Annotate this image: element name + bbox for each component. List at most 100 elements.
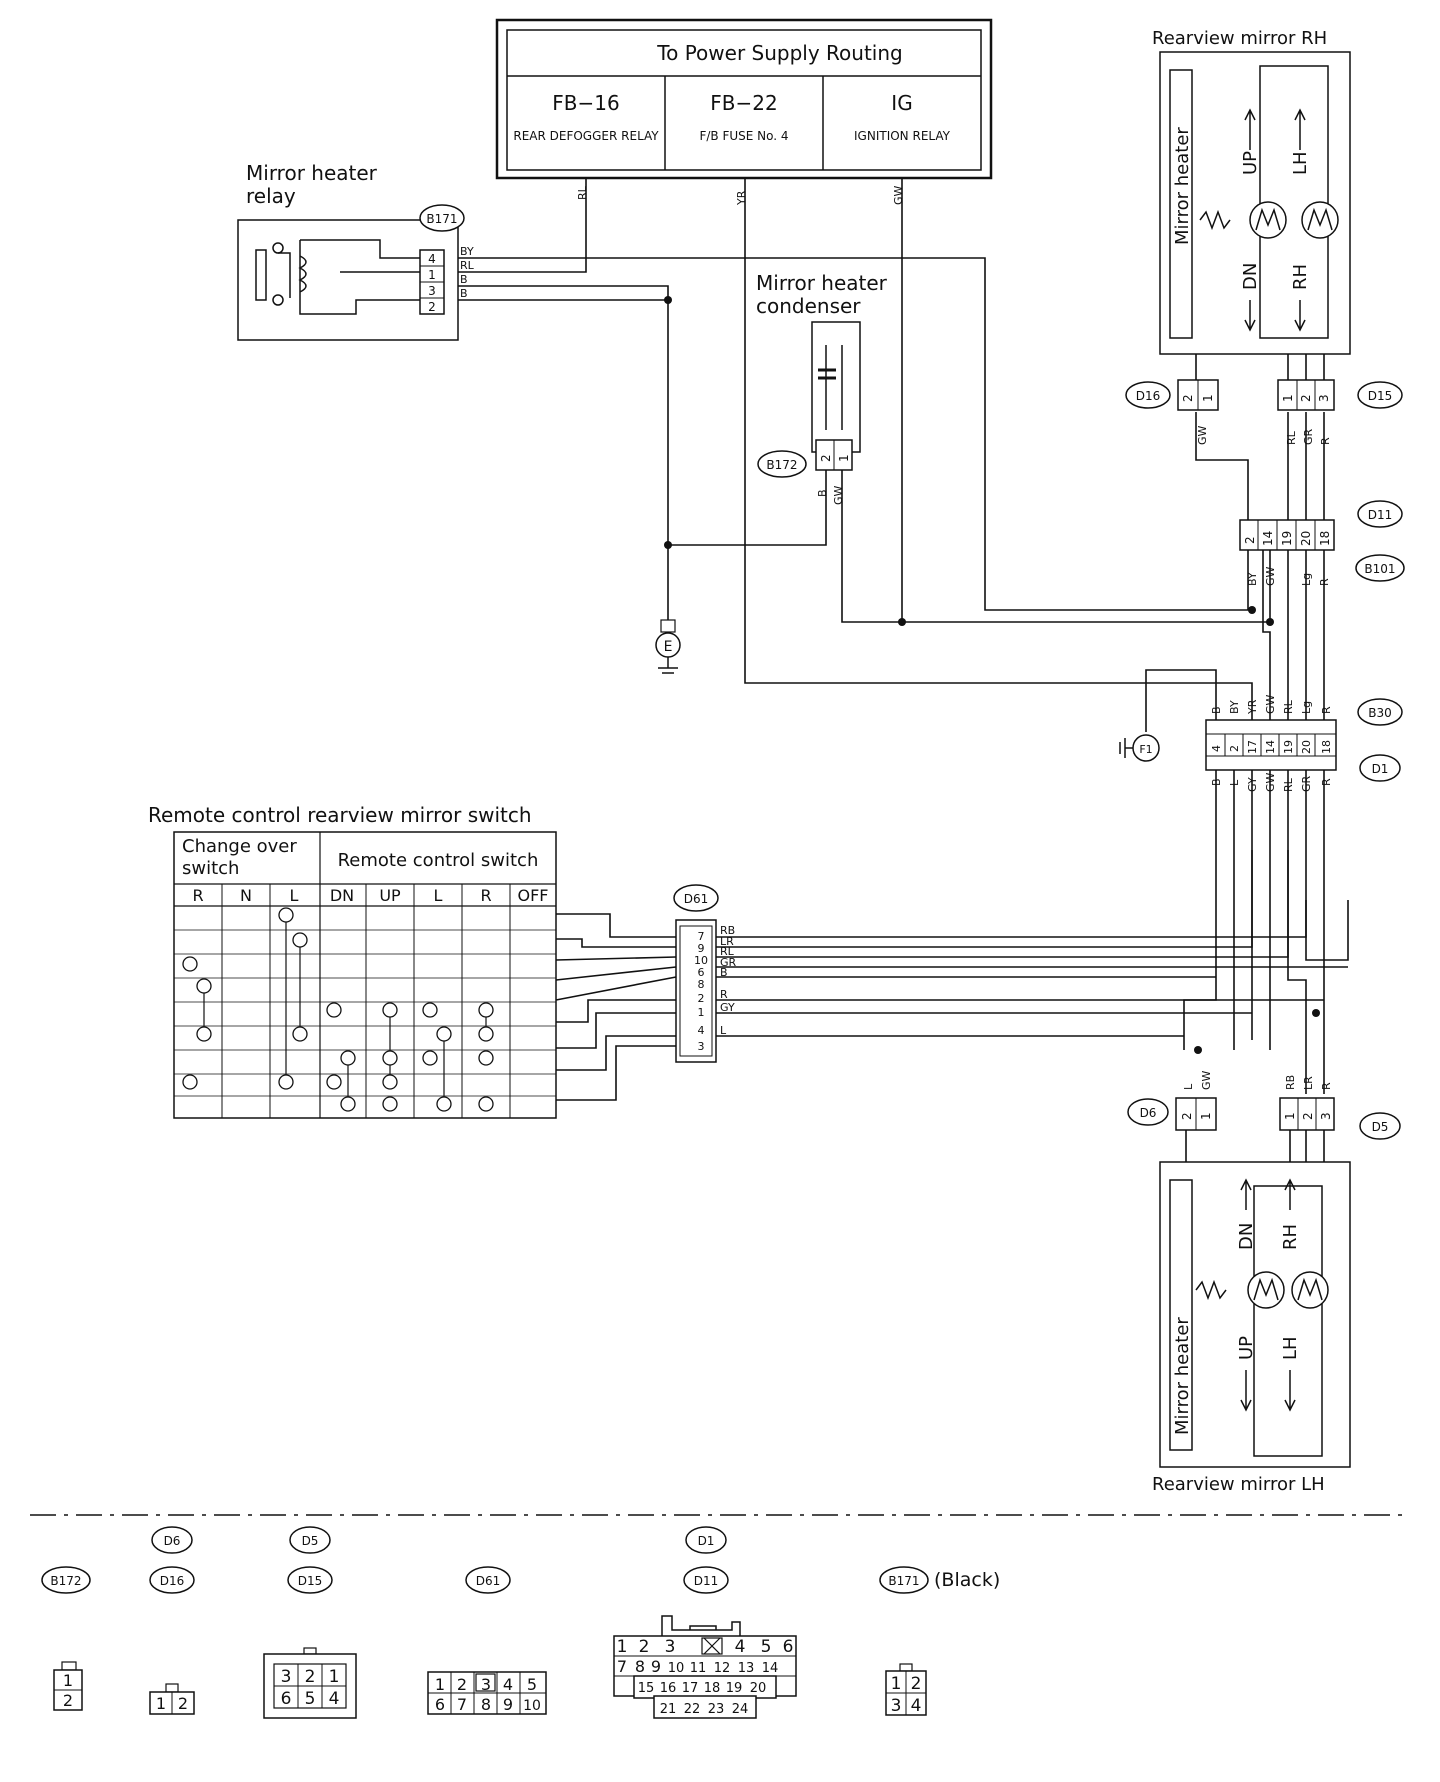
legend-d1-connector	[613, 1615, 797, 1719]
legend-d6-pin-2: 2	[178, 1694, 188, 1713]
d5-wire-r: R	[1320, 1082, 1333, 1090]
legend-d1-pin-10: 10	[668, 1661, 685, 1676]
switch-col-dn: DN	[330, 886, 354, 905]
d15-pin-1: 1	[1281, 394, 1295, 402]
rearview-mirror-lh: D6 2 1 L GW 1 2 3 D5 RB LR R Mirror heat…	[1127, 1070, 1401, 1495]
legend-d6-pin-1: 1	[156, 1694, 166, 1713]
b30-bottom-wire-7: R	[1320, 778, 1333, 786]
legend-d5-pin-5: 5	[305, 1689, 316, 1709]
d61-pin-2: 9	[698, 942, 705, 955]
d61-id: D61	[684, 892, 709, 906]
b101-pin-1: 2	[1243, 536, 1257, 544]
legend-d61-pin-4: 4	[503, 1675, 513, 1694]
mirror-lh-heater-label: Mirror heater	[1172, 1317, 1193, 1435]
legend-d61-pin-7: 7	[457, 1695, 467, 1714]
switch-changeover-line1: Change over	[182, 836, 297, 857]
relay-pin-1: 4	[428, 252, 436, 266]
relay-pin-3: 3	[428, 284, 436, 298]
legend-b172: B172	[50, 1574, 81, 1588]
d16-id: D16	[1136, 389, 1161, 403]
d5-pin-3: 3	[1319, 1112, 1333, 1120]
switch-col-n: N	[240, 886, 252, 905]
d16-pin-1: 1	[1201, 394, 1215, 402]
d61-pin-3: 10	[694, 954, 708, 967]
legend-d5-pin-3: 3	[281, 1667, 292, 1687]
b30-top-wire-1: B	[1210, 706, 1223, 714]
b30-top-wire-6: Lg	[1300, 701, 1313, 714]
legend-d1-pin-15: 15	[638, 1681, 655, 1696]
legend-d1-pin-1: 1	[617, 1637, 628, 1657]
b30-top-wire-3: YR	[1246, 699, 1259, 715]
b30-bottom-wire-5: RL	[1282, 777, 1295, 792]
d61-wire-2: LR	[720, 935, 734, 948]
mirror-rh-up: UP	[1240, 151, 1261, 175]
connector-b101: 2 14 19 20 18 D11 B101 BY GW Lg R	[1239, 500, 1405, 586]
connector-b30: 4 2 17 14 19 20 18 B BY YR GW RL Lg R B …	[1205, 694, 1403, 792]
switch-col-l2: L	[434, 886, 443, 905]
legend-d11: D11	[694, 1574, 719, 1588]
d6-wire-gw: GW	[1200, 1070, 1213, 1090]
legend-d1-pin-4: 4	[735, 1637, 746, 1657]
b30-bottom-wire-6: GR	[1300, 775, 1313, 792]
d5-wire-rb: RB	[1284, 1075, 1297, 1090]
d61-wire-7: GY	[720, 1001, 735, 1014]
ground-f1-label: F1	[1139, 743, 1152, 756]
legend-d1-pin-6: 6	[783, 1637, 794, 1657]
mirror-lh-rh: RH	[1280, 1224, 1301, 1250]
b30-bottom-wire-1: B	[1210, 778, 1223, 786]
mirror-heater-condenser: Mirror heater condenser 2 1 B GW B172	[756, 271, 888, 505]
fb22-code: FB−22	[710, 91, 777, 115]
legend-d61-pin-3: 3	[481, 1675, 491, 1694]
b30-pin-4: 14	[1264, 740, 1277, 754]
d61-pin-1: 7	[698, 930, 705, 943]
ig-name: IGNITION RELAY	[854, 129, 951, 143]
condenser-pin-2: 2	[819, 454, 833, 462]
switch-col-l: L	[290, 886, 299, 905]
switch-col-r: R	[192, 886, 203, 905]
mirror-rh-heater-label: Mirror heater	[1172, 127, 1193, 245]
d61-pin-5: 8	[698, 978, 705, 991]
condenser-wire-gw: GW	[832, 485, 845, 505]
legend-d5-pin-6: 6	[281, 1689, 292, 1709]
d61-wire-6: R	[720, 988, 728, 1001]
rearview-mirror-rh: Rearview mirror RH Mirror heater UP LH D…	[1125, 28, 1403, 445]
b30-pin-1: 4	[1210, 745, 1223, 752]
b30-top-wire-2: BY	[1228, 700, 1241, 714]
legend-d6: D6	[164, 1534, 181, 1548]
ground-e-label: E	[664, 639, 673, 655]
d16-pin-2: 2	[1181, 394, 1195, 402]
legend-d1-pin-9: 9	[651, 1657, 661, 1676]
d61-wire-3: RL	[720, 945, 735, 958]
switch-col-up: UP	[379, 886, 401, 905]
wire-label-rl-supply: RL	[576, 185, 589, 200]
b30-pin-3: 17	[1246, 740, 1259, 754]
b101-id1: D11	[1368, 508, 1393, 522]
wire-label-yr-supply: YR	[735, 190, 748, 206]
b30-bottom-wire-4: GW	[1264, 772, 1277, 792]
b30-pin-5: 19	[1282, 740, 1295, 754]
legend-d61-pin-5: 5	[527, 1675, 537, 1694]
ground-f1: F1	[1119, 734, 1160, 762]
mirror-lh-lh: LH	[1280, 1336, 1301, 1360]
b30-pin-7: 18	[1320, 740, 1333, 754]
legend-b171-pin-2: 2	[911, 1674, 922, 1694]
switch-title: Remote control rearview mirror switch	[148, 803, 532, 827]
d15-pin-3: 3	[1317, 394, 1331, 402]
b30-bottom-wire-3: GY	[1246, 777, 1259, 792]
legend-d61-pin-10: 10	[523, 1698, 541, 1714]
b30-top-wire-7: R	[1320, 706, 1333, 714]
d5-wire-lr: LR	[1302, 1076, 1315, 1090]
legend-d61: D61	[476, 1574, 501, 1588]
d15-pin-2: 2	[1299, 394, 1313, 402]
switch-remote-label: Remote control switch	[338, 850, 539, 871]
legend-d5: D5	[302, 1534, 319, 1548]
mirror-rh-title: Rearview mirror RH	[1152, 28, 1327, 49]
ig-code: IG	[891, 91, 912, 115]
b101-pin-3: 19	[1280, 531, 1294, 546]
d6-id: D6	[1140, 1106, 1157, 1120]
condenser-title-line1: Mirror heater	[756, 271, 888, 295]
d15-wire-gr: GR	[1302, 428, 1315, 445]
connector-d61: D61 7 9 10 6 8 2 1 4 3 RB LR RL GR B R G…	[673, 884, 737, 1063]
legend-d61-pin-1: 1	[435, 1675, 445, 1694]
